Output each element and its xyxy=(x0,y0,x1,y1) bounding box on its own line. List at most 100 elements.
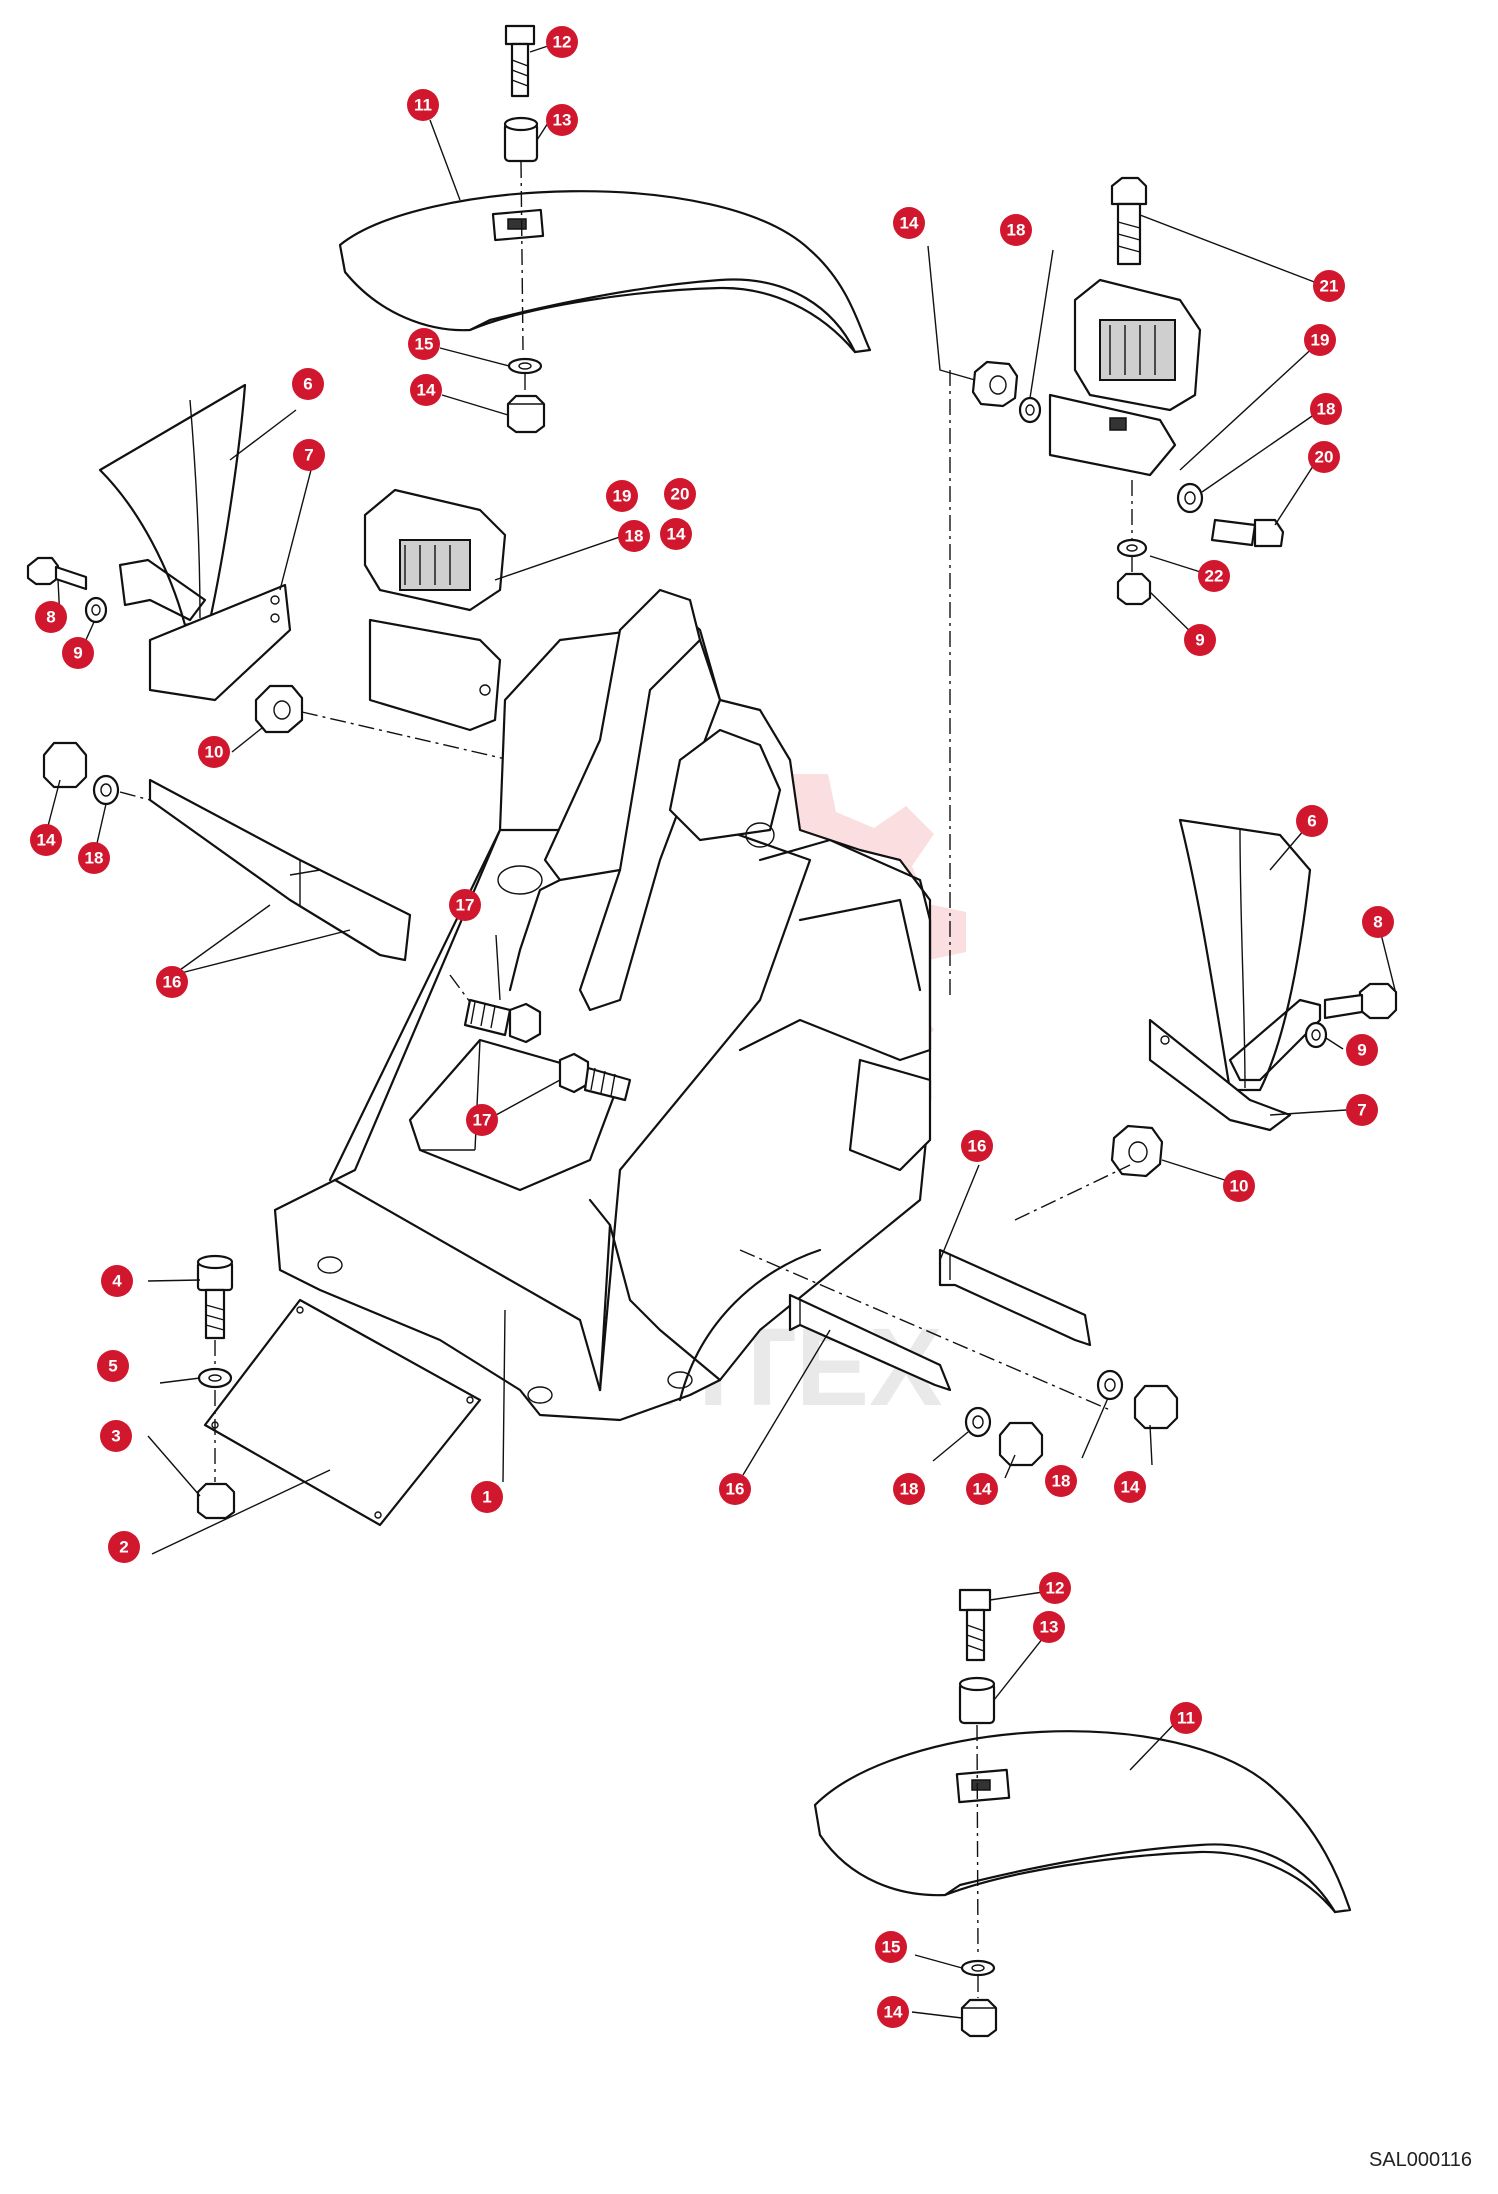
washer-18-br xyxy=(1096,1369,1124,1401)
svg-text:14: 14 xyxy=(900,214,919,233)
callout-10-left: 10 xyxy=(198,736,230,768)
svg-text:18: 18 xyxy=(1007,221,1026,240)
washer-18-tr2 xyxy=(1176,482,1204,514)
callout-7-right: 7 xyxy=(1346,1094,1378,1126)
svg-text:11: 11 xyxy=(414,96,432,115)
mudflap-right xyxy=(1178,818,1312,1092)
svg-text:15: 15 xyxy=(415,335,434,354)
svg-text:2: 2 xyxy=(119,1538,128,1557)
callout-18-br: 18 xyxy=(1045,1465,1077,1497)
callout-11-top: 11 xyxy=(407,89,439,121)
bolt-8-left xyxy=(26,556,88,591)
bracket-7-left xyxy=(118,558,292,702)
svg-text:12: 12 xyxy=(553,33,572,52)
washer-5 xyxy=(197,1367,233,1389)
svg-text:22: 22 xyxy=(1205,567,1224,586)
callout-2: 2 xyxy=(108,1531,140,1563)
svg-text:19: 19 xyxy=(613,487,632,506)
callout-18-tr: 18 xyxy=(1000,214,1032,246)
bolt-21-tr xyxy=(1110,176,1148,266)
callout-18-left: 18 xyxy=(78,842,110,874)
callout-3: 3 xyxy=(100,1420,132,1452)
callout-17-lower: 17 xyxy=(466,1104,498,1136)
svg-text:1: 1 xyxy=(482,1488,491,1507)
callout-13-top: 13 xyxy=(546,104,578,136)
fender-bottom xyxy=(813,1730,1352,1914)
nut-14-tr xyxy=(971,360,1019,408)
svg-text:13: 13 xyxy=(553,111,572,130)
washer-22-tr xyxy=(1116,538,1148,558)
callout-9-left: 9 xyxy=(62,637,94,669)
fender-top xyxy=(338,190,872,354)
figure-reference-code: SAL000116 xyxy=(1368,2149,1472,2171)
callout-16-right: 16 xyxy=(961,1130,993,1162)
svg-text:18: 18 xyxy=(625,527,644,546)
washer-18-tr xyxy=(1018,396,1042,424)
washer-15-top xyxy=(507,357,543,375)
svg-text:17: 17 xyxy=(456,896,475,915)
callout-17-upper: 17 xyxy=(449,889,481,921)
callout-18-mid: 18 xyxy=(618,520,650,552)
svg-text:10: 10 xyxy=(1230,1177,1249,1196)
callout-1: 1 xyxy=(471,1481,503,1513)
svg-text:16: 16 xyxy=(726,1480,745,1499)
nut-14-top xyxy=(506,394,546,434)
callout-14-tr: 14 xyxy=(893,207,925,239)
bracket-16-bottom xyxy=(788,1293,952,1392)
svg-text:12: 12 xyxy=(1046,1579,1065,1598)
nut-10-right xyxy=(1110,1124,1164,1178)
bolt-8-right xyxy=(1323,982,1398,1020)
callout-15-bottom: 15 xyxy=(875,1931,907,1963)
nut-3 xyxy=(196,1482,236,1520)
svg-text:5: 5 xyxy=(108,1357,117,1376)
callout-9-tr: 9 xyxy=(1184,624,1216,656)
callout-13-bottom: 13 xyxy=(1033,1611,1065,1643)
svg-text:20: 20 xyxy=(1315,448,1334,467)
callout-18-bl: 18 xyxy=(893,1473,925,1505)
svg-text:9: 9 xyxy=(1195,631,1204,650)
svg-text:3: 3 xyxy=(111,1427,120,1446)
svg-text:8: 8 xyxy=(1373,913,1382,932)
callout-14-bl: 14 xyxy=(966,1473,998,1505)
callout-8-left: 8 xyxy=(35,601,67,633)
callout-11-bottom: 11 xyxy=(1170,1702,1202,1734)
svg-text:15: 15 xyxy=(882,1938,901,1957)
callout-12-top: 12 xyxy=(546,26,578,58)
washer-15-bottom xyxy=(960,1959,996,1977)
svg-text:4: 4 xyxy=(112,1272,122,1291)
spacer-13-top xyxy=(503,116,539,163)
callout-12-bottom: 12 xyxy=(1039,1572,1071,1604)
callout-14-left: 14 xyxy=(30,824,62,856)
svg-text:18: 18 xyxy=(900,1480,919,1499)
svg-text:19: 19 xyxy=(1311,331,1330,350)
svg-text:16: 16 xyxy=(968,1137,987,1156)
svg-text:9: 9 xyxy=(73,644,82,663)
lamp-19-tr xyxy=(1048,278,1202,477)
spacer-13-bottom xyxy=(958,1676,996,1725)
callout-16-left: 16 xyxy=(156,966,188,998)
washer-18-left xyxy=(92,774,120,806)
callout-6-right: 6 xyxy=(1296,805,1328,837)
svg-text:7: 7 xyxy=(1357,1101,1366,1120)
callout-15-top: 15 xyxy=(408,328,440,360)
svg-text:20: 20 xyxy=(671,485,690,504)
callout-6-left: 6 xyxy=(292,368,324,400)
bracket-16-left xyxy=(148,778,412,962)
svg-text:14: 14 xyxy=(973,1480,992,1499)
svg-text:21: 21 xyxy=(1320,277,1339,296)
svg-text:8: 8 xyxy=(46,608,55,627)
svg-text:9: 9 xyxy=(1357,1041,1366,1060)
callout-20-mid: 20 xyxy=(664,478,696,510)
callout-14-bottom: 14 xyxy=(877,1996,909,2028)
svg-text:16: 16 xyxy=(163,973,182,992)
svg-text:14: 14 xyxy=(884,2003,903,2022)
svg-text:14: 14 xyxy=(417,381,436,400)
nut-14-bottom xyxy=(960,1998,998,2038)
bracket-7-right xyxy=(1148,998,1322,1132)
main-frame-1 xyxy=(273,588,932,1422)
nut-14-left xyxy=(42,741,88,789)
bolt-20-tr xyxy=(1210,518,1285,548)
washer-18-bl xyxy=(964,1406,992,1438)
lamp-19-mid xyxy=(363,488,507,732)
bolt-12-top xyxy=(504,24,536,98)
